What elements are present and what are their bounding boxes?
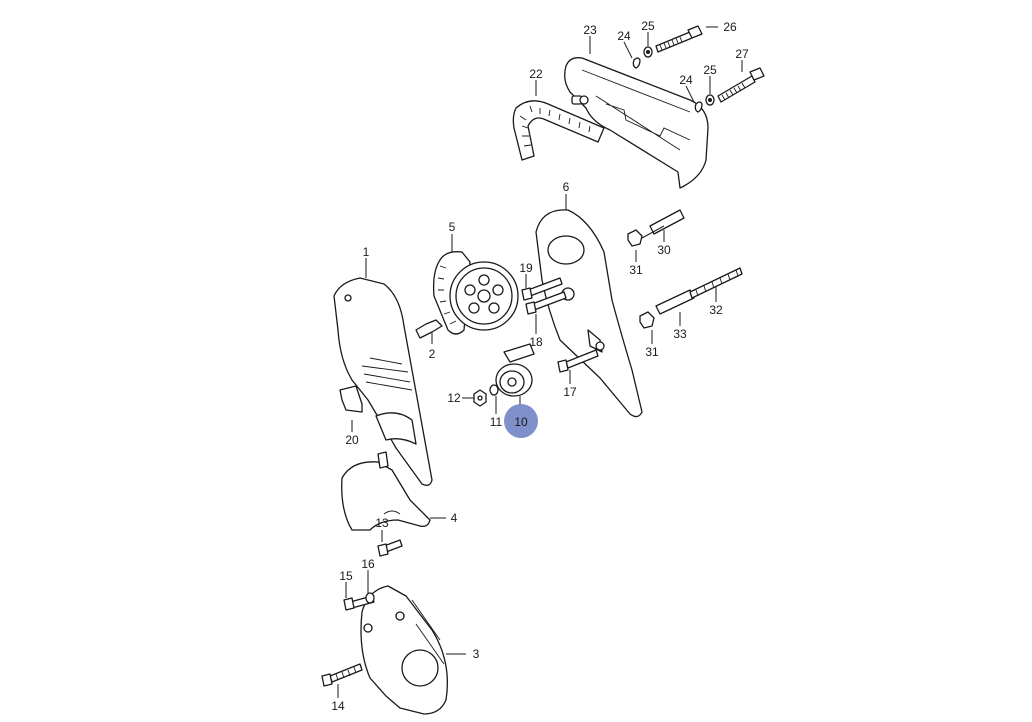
callout-25-upper[interactable]: 25 (641, 19, 655, 33)
callout-4[interactable]: 4 (451, 511, 458, 525)
part-25-washer-lower[interactable] (705, 94, 715, 106)
part-12-nut[interactable] (473, 389, 487, 407)
callout-20[interactable]: 20 (345, 433, 359, 447)
part-6-inner-cover[interactable] (535, 209, 643, 418)
part-18-bolt[interactable] (525, 291, 567, 315)
callout-23[interactable]: 23 (583, 23, 597, 37)
callout-10[interactable]: 10 (514, 415, 528, 429)
part-33-spacer[interactable] (655, 289, 695, 315)
callout-27[interactable]: 27 (735, 47, 749, 61)
callout-2[interactable]: 2 (429, 347, 436, 361)
part-31-nut-lower[interactable] (639, 311, 655, 329)
callout-32[interactable]: 32 (709, 303, 723, 317)
part-16-washer[interactable] (365, 592, 375, 604)
callout-14[interactable]: 14 (331, 699, 345, 713)
part-10-tensioner[interactable] (495, 343, 535, 397)
callout-19[interactable]: 19 (519, 261, 533, 275)
callout-12[interactable]: 12 (447, 391, 461, 405)
callout-6[interactable]: 6 (563, 180, 570, 194)
callout-24-lower[interactable]: 24 (679, 73, 693, 87)
callout-18[interactable]: 18 (529, 335, 543, 349)
part-20-bracket[interactable] (339, 385, 363, 413)
part-31-nut-upper[interactable] (627, 229, 643, 247)
callout-33[interactable]: 33 (673, 327, 687, 341)
part-2-clip[interactable] (415, 319, 443, 339)
part-1-rear-cover[interactable] (333, 277, 433, 486)
part-22-toothed-belt[interactable] (512, 100, 605, 161)
leader-lines (337, 26, 743, 698)
callout-11[interactable]: 11 (490, 415, 503, 429)
part-26-bolt[interactable] (655, 25, 703, 53)
callout-5[interactable]: 5 (449, 220, 456, 234)
part-23-upper-cover[interactable] (564, 57, 709, 189)
part-14-bolt[interactable] (321, 663, 363, 687)
callout-1[interactable]: 1 (363, 245, 370, 259)
part-25-washer-upper[interactable] (643, 46, 653, 58)
part-5-pulley[interactable] (432, 251, 519, 335)
callout-24-upper[interactable]: 24 (617, 29, 631, 43)
callout-26[interactable]: 26 (723, 20, 737, 34)
callout-30[interactable]: 30 (657, 243, 671, 257)
part-27-bolt[interactable] (717, 67, 765, 103)
callout-17[interactable]: 17 (563, 385, 577, 399)
callout-31-lower[interactable]: 31 (645, 345, 659, 359)
part-4-lower-cover[interactable] (341, 451, 431, 531)
callout-22[interactable]: 22 (529, 67, 543, 81)
highlight-disc (504, 404, 538, 438)
part-19-bolt[interactable] (521, 277, 563, 301)
part-32-stud[interactable] (689, 267, 743, 299)
part-11-washer[interactable] (489, 384, 499, 396)
part-13-bolt[interactable] (377, 539, 403, 557)
callout-25-lower[interactable]: 25 (703, 63, 717, 77)
callout-3[interactable]: 3 (473, 647, 480, 661)
part-24-clip-upper[interactable] (632, 57, 641, 69)
part-24-clip-lower[interactable] (694, 101, 703, 113)
part-17-bolt[interactable] (557, 349, 599, 373)
callout-15[interactable]: 15 (339, 569, 353, 583)
callout-labels: 1 2 3 4 5 6 10 11 12 13 14 15 16 17 18 1… (331, 19, 749, 713)
callout-31-upper[interactable]: 31 (629, 263, 643, 277)
callout-13[interactable]: 13 (375, 516, 389, 530)
callout-16[interactable]: 16 (361, 557, 375, 571)
part-30-stud[interactable] (649, 209, 685, 235)
part-3-lower-plate[interactable] (360, 585, 449, 715)
